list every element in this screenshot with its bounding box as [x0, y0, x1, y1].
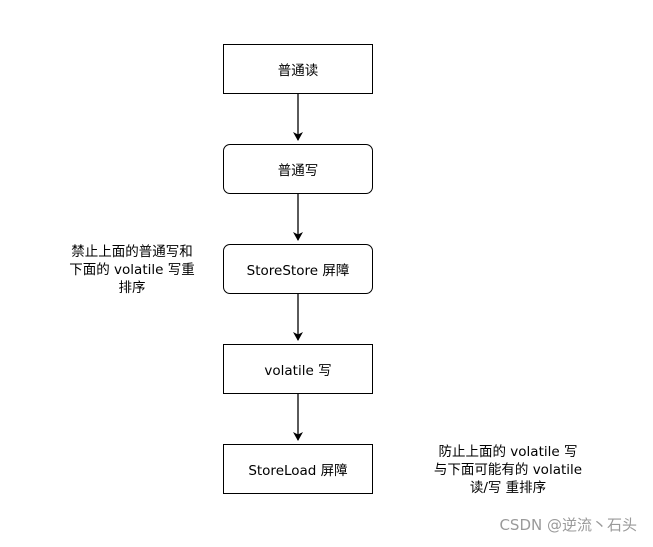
storestore-annotation-line-3: 排序 [118, 280, 146, 296]
node-normal-write: 普通写 [223, 144, 373, 194]
node-volatile-write: volatile 写 [223, 344, 373, 394]
storestore-annotation-line-1: 禁止上面的普通写和 [71, 244, 193, 260]
node-volatile-write-label: volatile 写 [264, 363, 332, 379]
storeload-annotation: 防止上面的 volatile 写 与下面可能有的 volatile 读/写 重排… [418, 443, 598, 497]
storestore-annotation-line-2: 下面的 volatile 写重 [69, 262, 195, 278]
storestore-annotation: 禁止上面的普通写和 下面的 volatile 写重 排序 [52, 243, 212, 297]
node-storeload-barrier: StoreLoad 屏障 [223, 444, 373, 494]
node-normal-read-label: 普通读 [277, 63, 319, 79]
node-storestore-barrier: StoreStore 屏障 [223, 244, 373, 294]
node-storestore-barrier-label: StoreStore 屏障 [246, 263, 350, 279]
node-storeload-barrier-label: StoreLoad 屏障 [248, 463, 348, 479]
node-normal-read: 普通读 [223, 44, 373, 94]
storeload-annotation-line-1: 防止上面的 volatile 写 [438, 444, 578, 460]
storeload-annotation-line-2: 与下面可能有的 volatile [433, 462, 583, 478]
node-normal-write-label: 普通写 [277, 163, 319, 179]
csdn-watermark: CSDN @逆流丶石头 [499, 516, 637, 534]
storeload-annotation-line-3: 读/写 重排序 [469, 480, 547, 496]
